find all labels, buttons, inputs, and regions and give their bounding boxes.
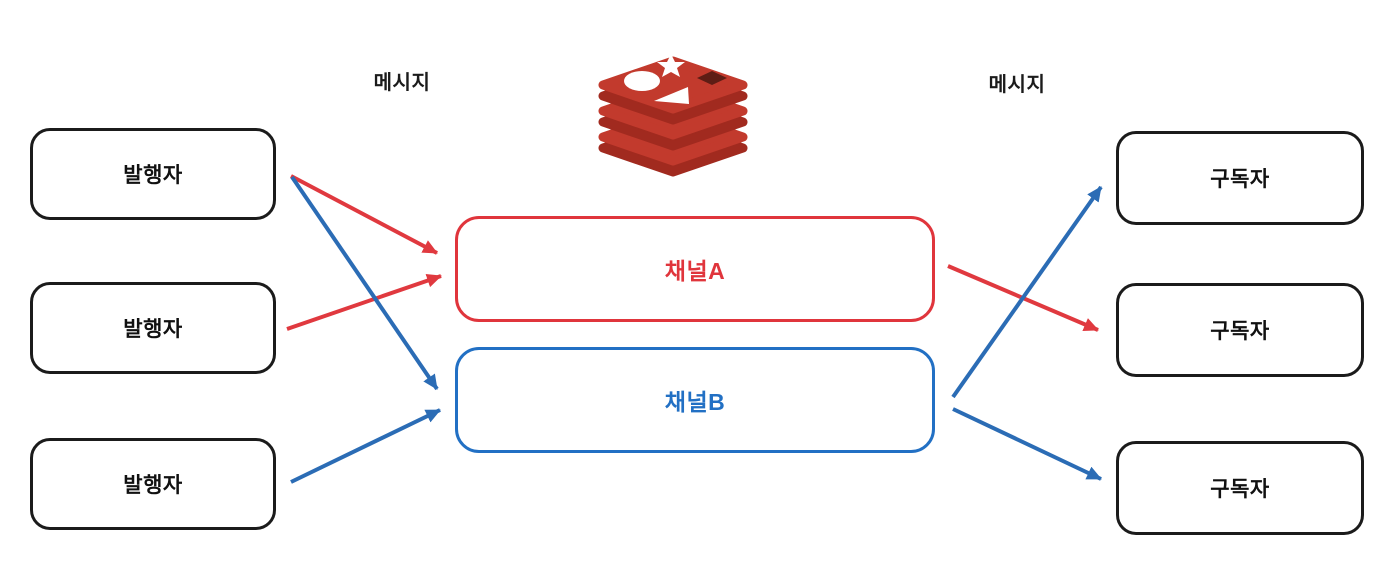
redis-hole-shape (697, 71, 727, 85)
publisher-label: 발행자 (123, 318, 183, 341)
subscriber-box-1: 구독자 (1116, 131, 1364, 225)
arrow-publisher3-to-channelB (290, 408, 441, 484)
publisher-box-2: 발행자 (30, 282, 276, 374)
publisher-label: 발행자 (123, 164, 183, 187)
subscriber-label: 구독자 (1210, 168, 1270, 191)
channel-b-box: 채널B (455, 347, 935, 453)
arrow-channelB-to-subscriber3 (952, 407, 1102, 481)
publisher-box-1: 발행자 (30, 128, 276, 220)
arrow-publisher1-to-channelB (290, 175, 439, 391)
arrow-publisher2-to-channelA (286, 273, 442, 331)
channel-a-box: 채널A (455, 216, 935, 322)
redis-star-shape (657, 54, 685, 77)
subscriber-box-3: 구독자 (1116, 441, 1364, 535)
publisher-box-3: 발행자 (30, 438, 276, 530)
arrow-publisher1-to-channelA (290, 174, 438, 255)
redis-triangle-shape (654, 87, 689, 104)
redis-circle-shape (624, 71, 660, 91)
arrow-channelB-to-subscriber1 (951, 185, 1103, 399)
redis-logo-icon (598, 54, 748, 177)
subscriber-label: 구독자 (1210, 478, 1270, 501)
message-label-left: 메시지 (373, 72, 431, 94)
channel-b-label: 채널B (664, 389, 726, 415)
channel-a-label: 채널A (664, 258, 726, 284)
message-label-right: 메시지 (988, 74, 1046, 96)
subscriber-box-2: 구독자 (1116, 283, 1364, 377)
publisher-label: 발행자 (123, 474, 183, 497)
subscriber-label: 구독자 (1210, 320, 1270, 343)
